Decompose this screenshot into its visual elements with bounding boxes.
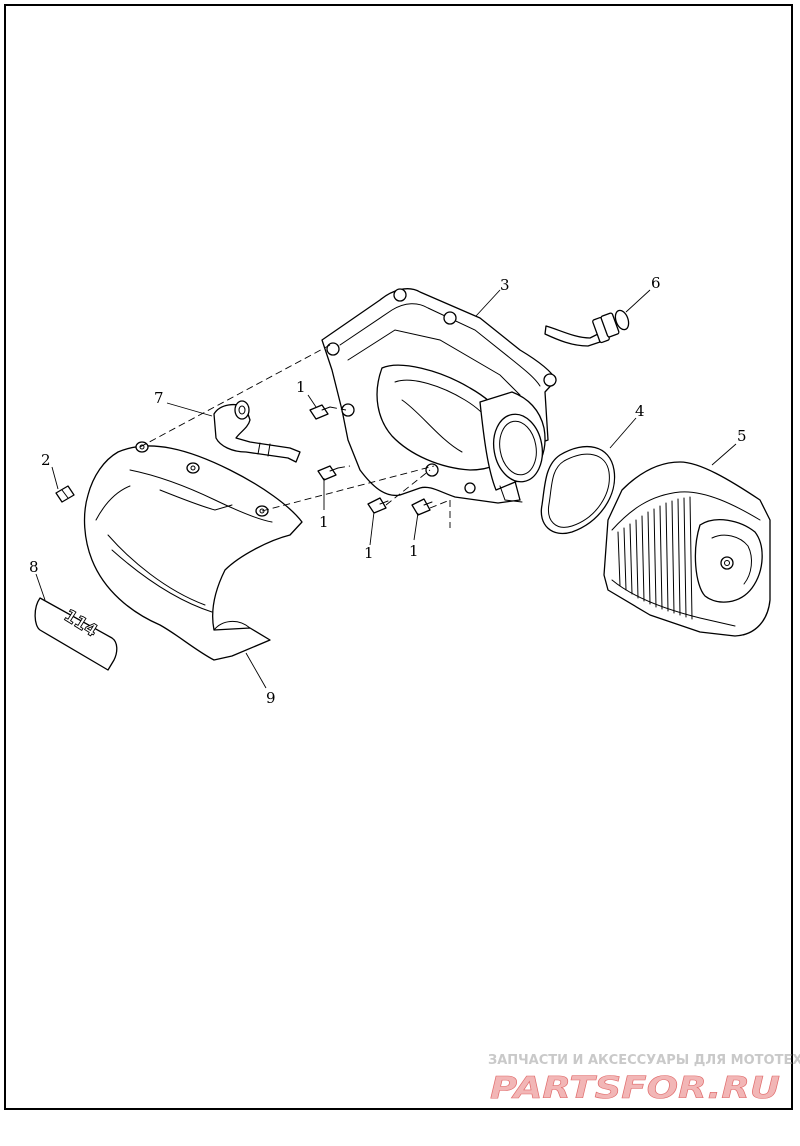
callout-7: 7 bbox=[154, 389, 164, 407]
part-3-backplate bbox=[321, 288, 557, 504]
part-8-badge: 114 bbox=[34, 597, 118, 671]
assembly-dashed-lines bbox=[139, 344, 451, 528]
callout-4: 4 bbox=[635, 402, 645, 420]
callout-5: 5 bbox=[737, 427, 747, 445]
callout-1-screw-a: 1 bbox=[296, 378, 306, 396]
part-1-screw-b bbox=[317, 465, 339, 481]
part-6-breather-hose bbox=[544, 309, 630, 347]
callout-2: 2 bbox=[41, 451, 51, 469]
part-9-air-cleaner-cover bbox=[83, 441, 303, 661]
watermark-brand: PARTSFOR.RU bbox=[490, 1071, 780, 1106]
part-1-screw-c bbox=[367, 497, 389, 514]
watermark-tagline: ЗАПЧАСТИ И АКСЕССУАРЫ ДЛЯ МОТОТЕХНИКИ bbox=[488, 1053, 800, 1068]
callout-1-screw-b: 1 bbox=[319, 513, 329, 531]
part-7-breather-fitting bbox=[213, 400, 301, 463]
callout-6: 6 bbox=[651, 274, 661, 292]
leader-lines bbox=[35, 289, 737, 689]
part-4-gasket bbox=[540, 446, 616, 535]
part-1-screw-a bbox=[309, 404, 331, 420]
callout-8: 8 bbox=[29, 558, 39, 576]
part-2-bolt bbox=[55, 485, 75, 503]
watermark: ЗАПЧАСТИ И АКСЕССУАРЫ ДЛЯ МОТОТЕХНИКИ PA… bbox=[488, 1053, 800, 1106]
callout-1-screw-d: 1 bbox=[409, 542, 419, 560]
part-5-air-filter bbox=[603, 461, 771, 637]
part-1-screw-d bbox=[411, 498, 433, 516]
callout-3: 3 bbox=[500, 276, 510, 294]
filter-pleats bbox=[617, 496, 693, 620]
page-border bbox=[4, 4, 793, 1110]
callout-1-screw-c: 1 bbox=[364, 544, 374, 562]
callout-9: 9 bbox=[266, 689, 276, 707]
callout-labels: 1 1 1 1 2 3 4 5 6 7 8 9 bbox=[29, 274, 747, 707]
